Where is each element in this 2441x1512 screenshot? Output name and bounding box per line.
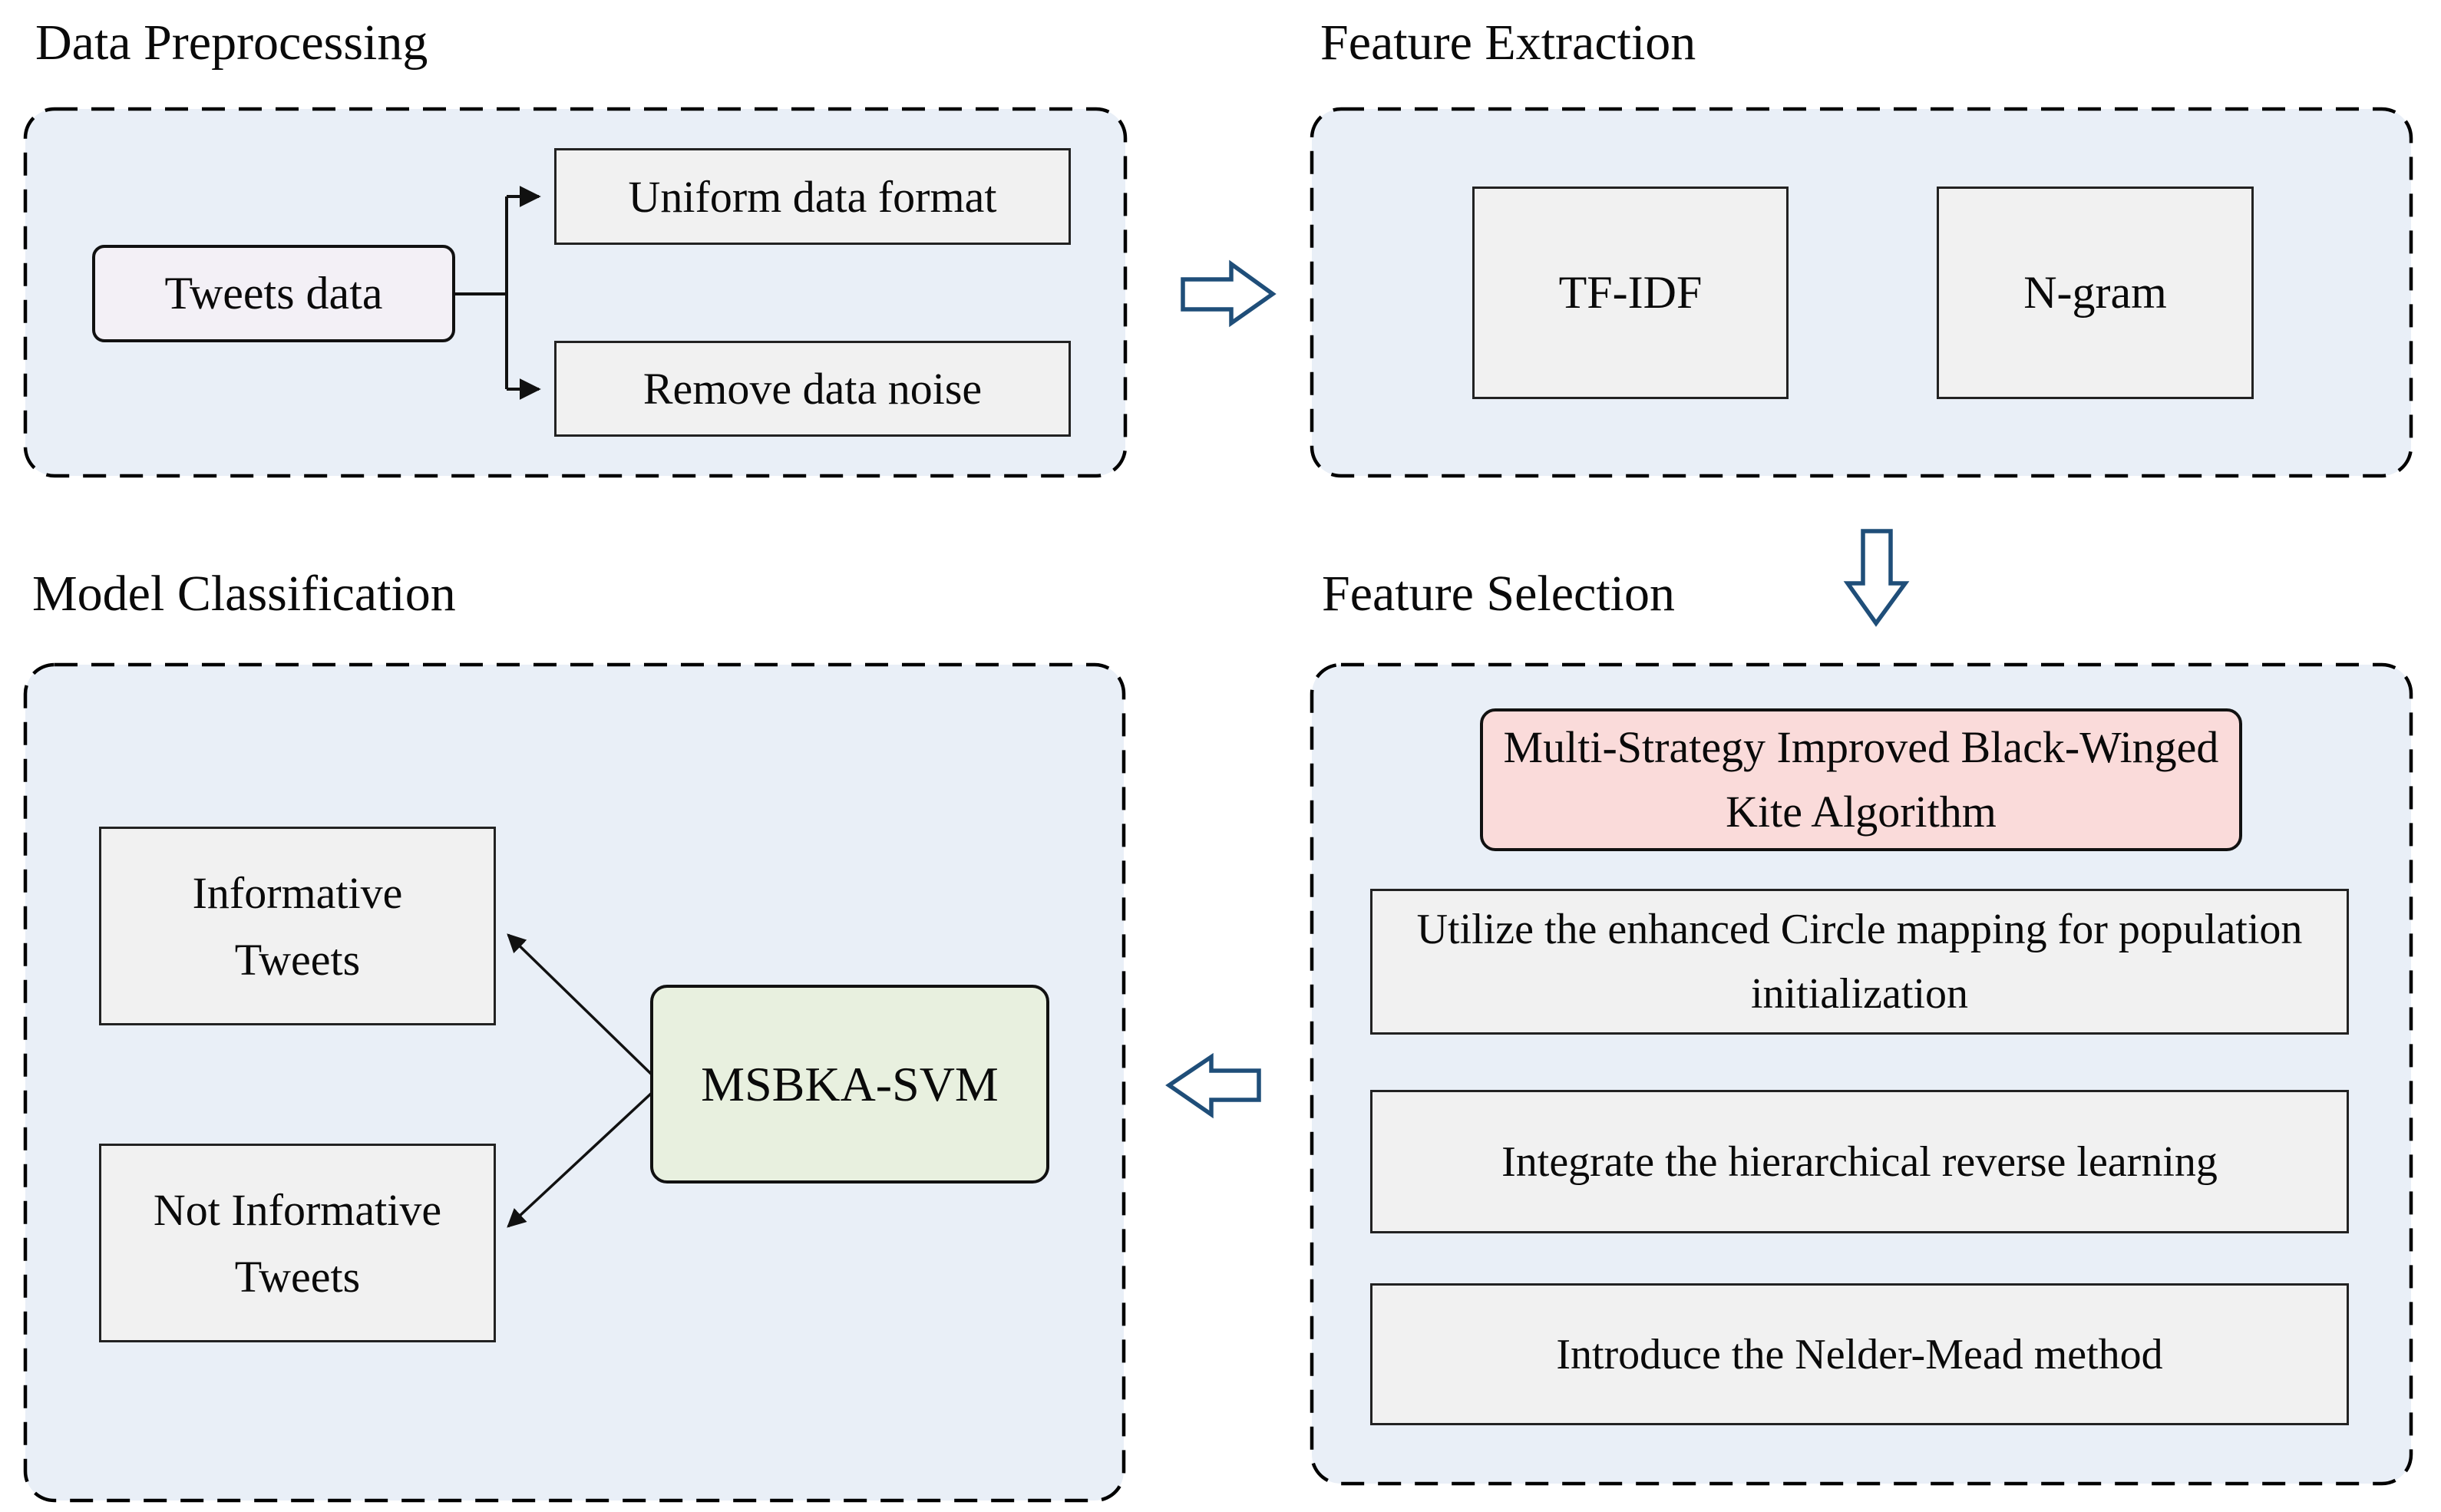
not-informative-tweets-box: Not Informative Tweets (99, 1144, 496, 1342)
nelder-mead-strategy-box: Introduce the Nelder-Mead method (1370, 1283, 2349, 1425)
reverse-learning-strategy-box: Integrate the hierarchical reverse learn… (1370, 1090, 2349, 1233)
flow-left-arrow-icon (1165, 1052, 1261, 1119)
feature-selection-title: Feature Selection (1322, 566, 1676, 622)
classification-arrows (507, 933, 653, 1228)
msbka-algorithm-box: Multi-Strategy Improved Black-Winged Kit… (1480, 708, 2242, 851)
flow-right-arrow-icon (1181, 259, 1277, 328)
panel-dashed-borders (23, 107, 2413, 1503)
preprocessing-connector-lines (455, 186, 541, 400)
remove-data-noise-box: Remove data noise (554, 341, 1071, 437)
n-gram-box: N-gram (1937, 187, 2254, 399)
informative-tweets-box: Informative Tweets (99, 827, 496, 1025)
uniform-data-format-box: Uniform data format (554, 148, 1071, 245)
msbka-svm-box: MSBKA-SVM (650, 985, 1049, 1184)
tweets-data-box: Tweets data (92, 245, 455, 342)
circle-mapping-strategy-box: Utilize the enhanced Circle mapping for … (1370, 889, 2349, 1035)
tf-idf-box: TF-IDF (1472, 187, 1789, 399)
flow-down-arrow-icon (1843, 529, 1910, 627)
model-classification-title: Model Classification (32, 566, 456, 622)
data-preprocessing-title: Data Preprocessing (35, 15, 428, 71)
feature-extraction-title: Feature Extraction (1320, 15, 1696, 71)
